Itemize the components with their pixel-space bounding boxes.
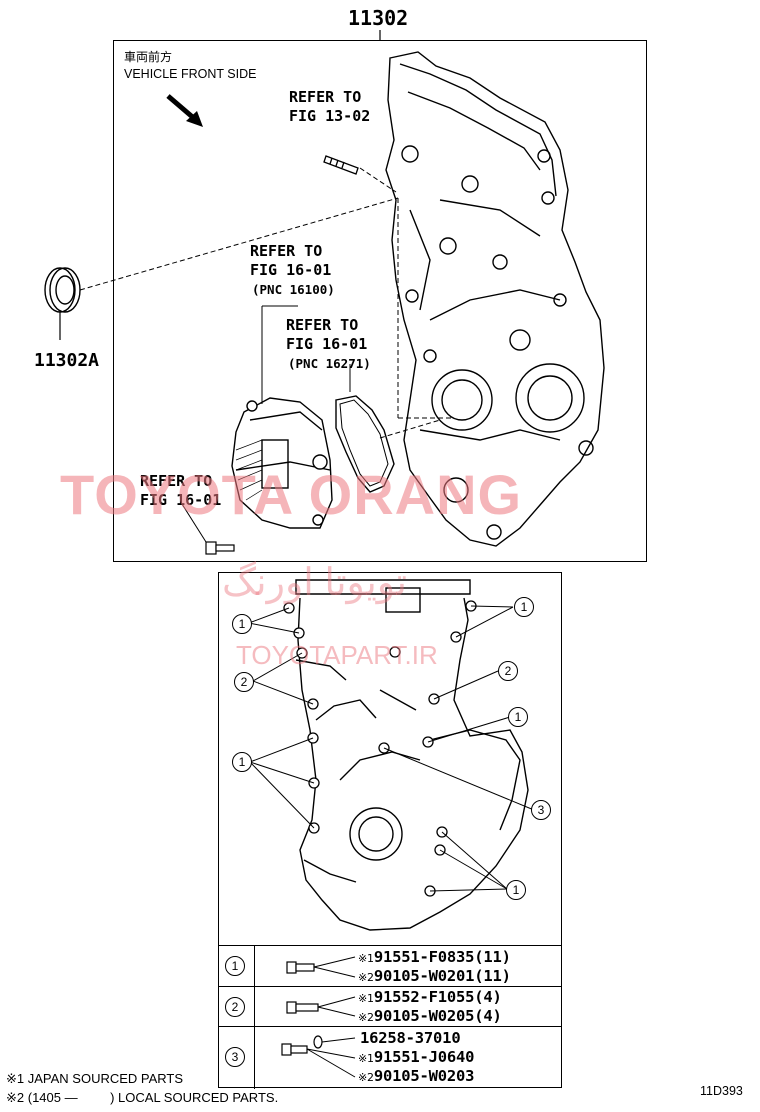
callout-2[interactable]: 2 — [498, 661, 518, 681]
refer-label-4-line1: REFER TO — [140, 472, 213, 490]
legend-part-line: ※191551-J0640 — [358, 1048, 474, 1066]
water-pump-hatching — [235, 439, 263, 501]
callout-2[interactable]: 2 — [234, 672, 254, 692]
refer-label-1[interactable]: REFER TO FIG 13-02 — [289, 88, 370, 126]
refer-label-4[interactable]: REFER TO FIG 16-01 — [140, 472, 221, 510]
bolt-location-frame — [218, 572, 562, 1088]
source-mark: ※2 — [358, 971, 374, 984]
seal-part-number[interactable]: 11302A — [34, 350, 100, 371]
pump-bolt-drawing — [205, 541, 235, 555]
legend-part-line: 16258-37010 — [358, 1029, 461, 1047]
exploded-view-frame — [113, 40, 647, 562]
callout-leaders — [248, 605, 535, 892]
water-pump-drawing — [231, 397, 333, 529]
refer-label-2-line2: FIG 16-01 — [250, 261, 332, 279]
callout-1[interactable]: 1 — [232, 614, 252, 634]
refer-label-3[interactable]: REFER TO FIG 16-01 (PNC 16271) — [286, 316, 371, 373]
source-mark: ※1 — [358, 1052, 374, 1065]
vehicle-front-arrow-icon — [166, 94, 203, 127]
refer-label-2-line1: REFER TO — [250, 242, 323, 260]
part-number[interactable]: 90105-W0203 — [373, 1067, 475, 1085]
callout-3[interactable]: 3 — [531, 800, 551, 820]
legend-part-line: ※191552-F1055(4) — [358, 988, 502, 1006]
part-number[interactable]: 16258-37010 — [360, 1029, 461, 1047]
fastener-legend-table: 1 ※191551-F0835(11) ※290105-W0201(11) 2 … — [218, 945, 562, 1089]
refer-label-2-pnc: (PNC 16100) — [252, 282, 335, 297]
footnote-japan-sourced: ※1 JAPAN SOURCED PARTS — [6, 1071, 184, 1086]
legend-row-3[interactable]: 3 16258-37010 ※191551-J0640 ※290105-W020… — [218, 1026, 562, 1089]
callout-1[interactable]: 1 — [514, 597, 534, 617]
legend-key-1: 1 — [225, 956, 245, 976]
legend-key-2: 2 — [225, 997, 245, 1017]
refer-label-1-line1: REFER TO — [289, 88, 362, 106]
watermark-persian: تویوتا اورنگ — [222, 562, 407, 604]
figure-code: 11D393 — [700, 1084, 743, 1098]
source-mark: ※1 — [358, 952, 374, 965]
legend-row-1[interactable]: 1 ※191551-F0835(11) ※290105-W0201(11) — [218, 945, 562, 987]
footnote-local-sourced: ※2 (1405 — ) LOCAL SOURCED PARTS. — [6, 1090, 279, 1105]
refer-label-3-line2: FIG 16-01 — [286, 335, 368, 353]
part-number[interactable]: 90105-W0201(11) — [373, 967, 511, 985]
part-number[interactable]: 91551-F0835(11) — [373, 948, 511, 966]
source-mark: ※2 — [358, 1071, 374, 1084]
legend-part-line: ※191551-F0835(11) — [358, 948, 511, 966]
watermark-main: TOYOTA ORANG — [60, 463, 523, 526]
legend-part-line: ※290105-W0201(11) — [358, 967, 511, 985]
timing-cover-drawing — [385, 51, 605, 547]
refer-label-1-line2: FIG 13-02 — [289, 107, 371, 125]
watermark-site: TOYOTAPART.IR — [236, 640, 438, 670]
source-mark: ※1 — [358, 992, 374, 1005]
part-number[interactable]: 91552-F1055(4) — [373, 988, 502, 1006]
stud-bolt-drawing — [323, 155, 359, 175]
refer-label-2[interactable]: REFER TO FIG 16-01 (PNC 16100) — [250, 242, 335, 299]
callout-1[interactable]: 1 — [506, 880, 526, 900]
legend-bolt-icons — [281, 961, 323, 1056]
callout-1[interactable]: 1 — [508, 707, 528, 727]
refer-label-3-pnc: (PNC 16271) — [288, 356, 371, 371]
refer-label-3-line1: REFER TO — [286, 316, 359, 334]
pump-gasket-drawing — [335, 395, 395, 493]
orientation-japanese: 車両前方 — [124, 50, 173, 64]
orientation-english: VEHICLE FRONT SIDE — [124, 67, 257, 81]
part-number[interactable]: 91551-J0640 — [373, 1048, 475, 1066]
legend-row-2[interactable]: 2 ※191552-F1055(4) ※290105-W0205(4) — [218, 986, 562, 1027]
part-number[interactable]: 90105-W0205(4) — [373, 1007, 502, 1025]
main-part-number[interactable]: 11302 — [348, 6, 409, 30]
callout-1[interactable]: 1 — [232, 752, 252, 772]
refer-label-4-line2: FIG 16-01 — [140, 491, 222, 509]
legend-key-3: 3 — [225, 1047, 245, 1067]
legend-part-line: ※290105-W0203 — [358, 1067, 474, 1085]
source-mark: ※2 — [358, 1011, 374, 1024]
legend-part-line: ※290105-W0205(4) — [358, 1007, 502, 1025]
